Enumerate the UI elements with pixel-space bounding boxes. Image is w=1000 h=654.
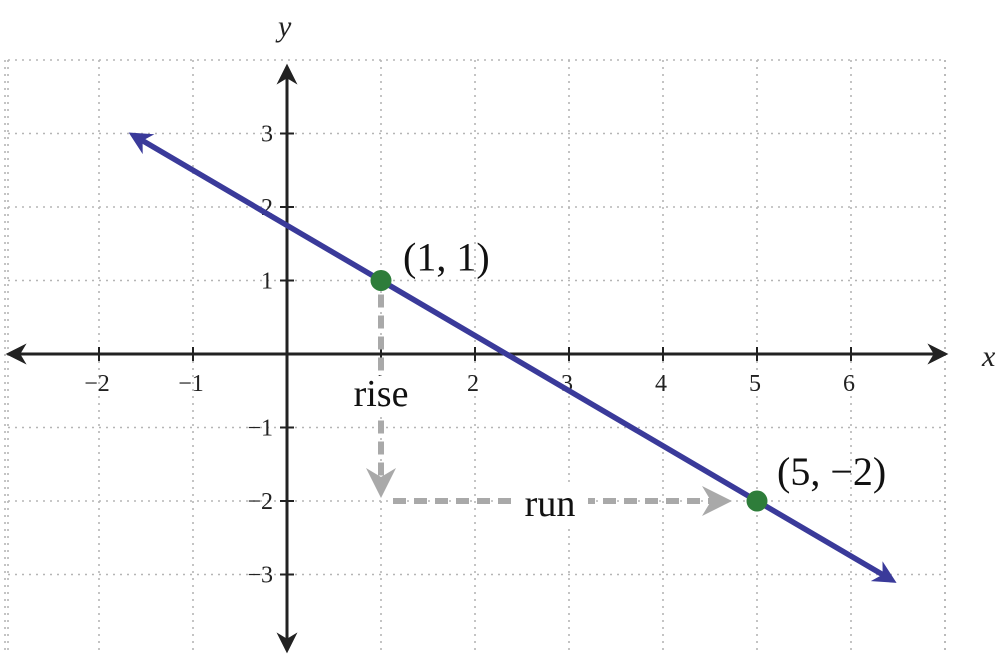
run-label: run bbox=[525, 483, 576, 525]
x-tick-label: 4 bbox=[655, 371, 667, 397]
y-axis-label: y bbox=[275, 10, 292, 43]
data-point bbox=[370, 270, 392, 291]
x-tick-label: −1 bbox=[178, 371, 204, 397]
x-tick-label: 6 bbox=[843, 371, 855, 397]
data-point-label: (1, 1) bbox=[403, 235, 490, 280]
data-points: (1, 1) (5, −2) bbox=[370, 235, 886, 512]
x-tick-label: −2 bbox=[84, 371, 110, 397]
data-point bbox=[746, 490, 768, 512]
rise-label: rise bbox=[354, 373, 409, 415]
y-tick-label: 3 bbox=[261, 122, 273, 148]
y-tick-label: −3 bbox=[247, 563, 273, 589]
y-tick-label: 1 bbox=[261, 269, 273, 295]
y-tick-label: −1 bbox=[247, 416, 273, 442]
x-axis-label: x bbox=[981, 340, 996, 373]
x-tick-label: 5 bbox=[749, 371, 761, 397]
data-point-label: (5, −2) bbox=[777, 449, 886, 494]
x-tick-label: 2 bbox=[467, 371, 479, 397]
axes bbox=[5, 63, 949, 654]
y-tick-label: −2 bbox=[247, 489, 273, 515]
